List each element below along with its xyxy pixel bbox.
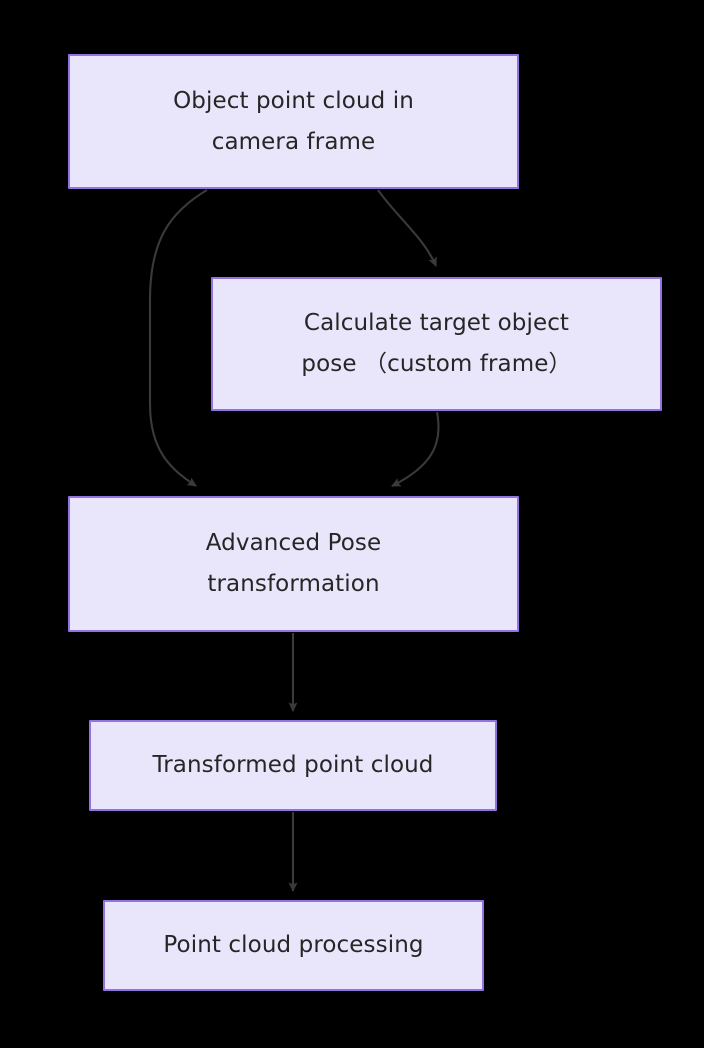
node-calculate-target-object-pose-label: Calculate target object pose （custom fra… [301,310,572,377]
node-transformed-point-cloud-label: Transformed point cloud [152,752,434,778]
edge-object-point-cloud-to-calculate-pose [377,189,437,267]
node-transformed-point-cloud[interactable]: Transformed point cloud [89,720,497,811]
edge-object-point-cloud-to-advanced-pose [148,189,208,487]
node-advanced-pose-transformation[interactable]: Advanced Pose transformation [68,496,519,632]
node-point-cloud-processing-label: Point cloud processing [163,932,424,958]
node-advanced-pose-transformation-label: Advanced Pose transformation [205,530,382,597]
node-calculate-target-object-pose[interactable]: Calculate target object pose （custom fra… [211,277,662,411]
node-point-cloud-processing[interactable]: Point cloud processing [103,900,484,991]
node-object-point-cloud-label: Object point cloud in camera frame [173,87,414,155]
node-object-point-cloud[interactable]: Object point cloud in camera frame [68,54,519,189]
edge-calculate-pose-to-advanced-pose [391,411,440,487]
